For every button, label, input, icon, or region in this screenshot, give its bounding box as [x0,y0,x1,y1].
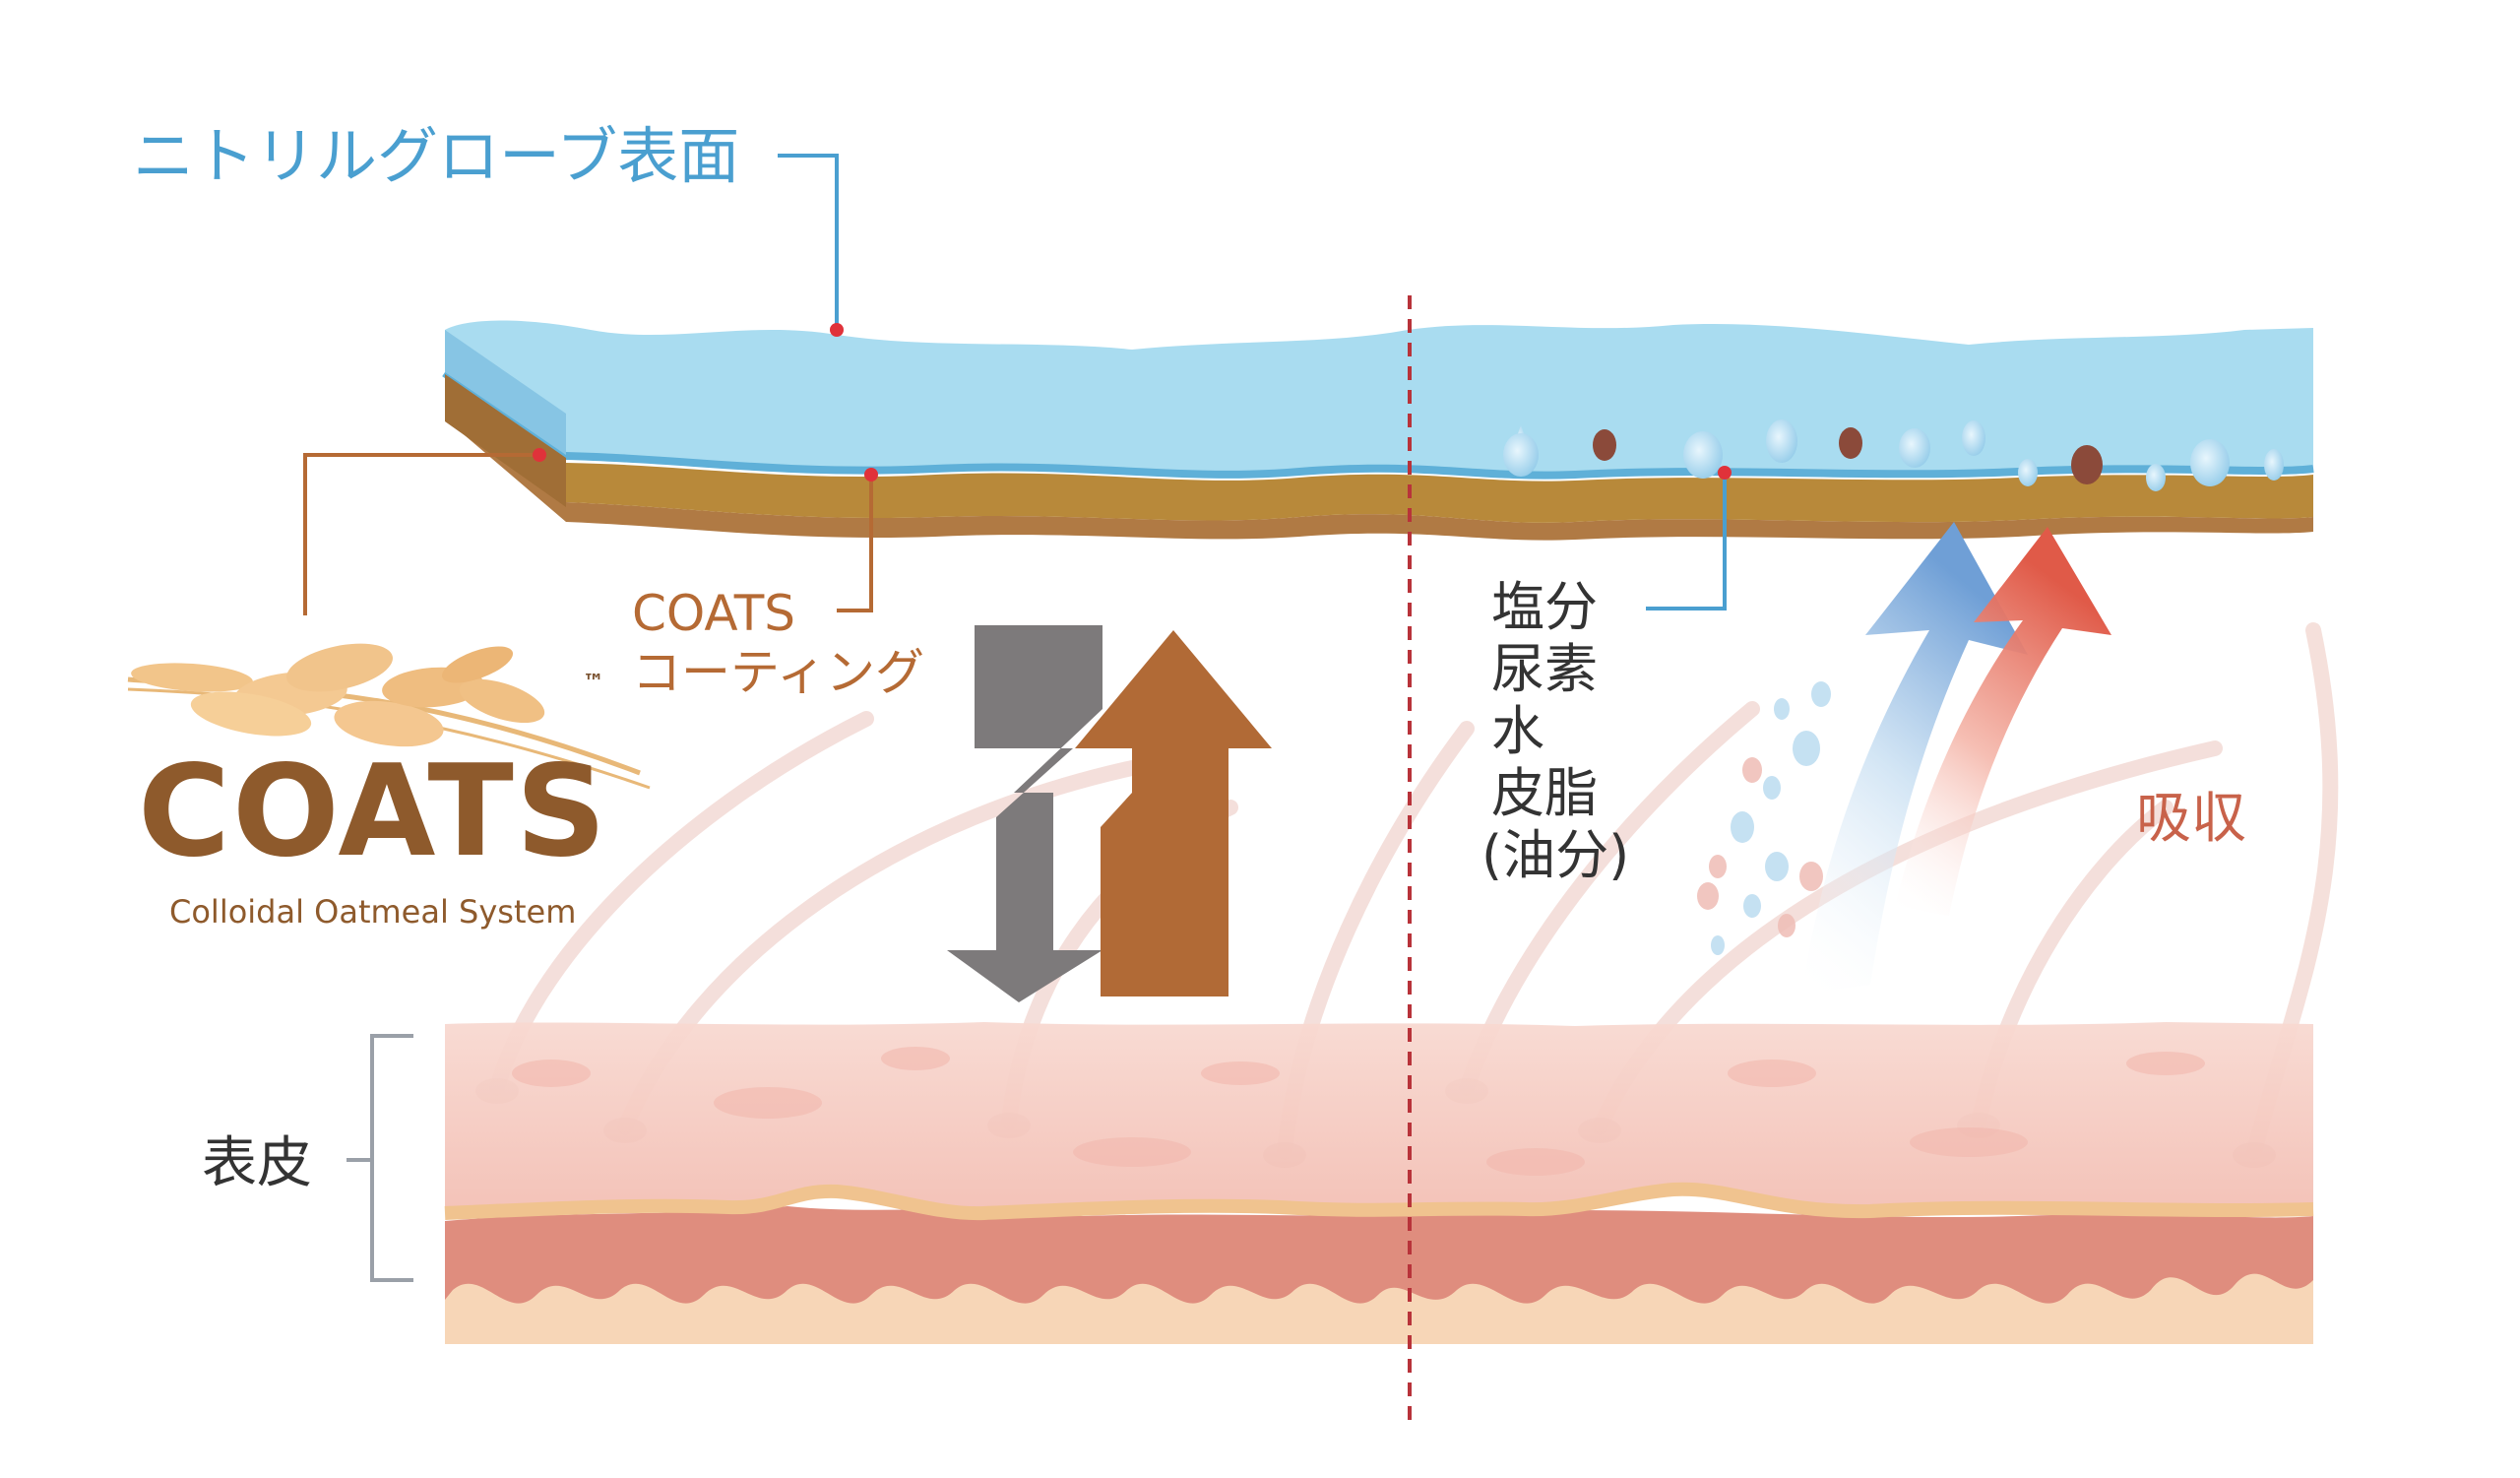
glove-edge-line [442,367,2314,480]
marker-dot [830,323,844,337]
water-drop [1899,428,1930,468]
water-drop [1711,935,1725,955]
trademark-symbol: ™ [583,671,604,695]
oil-drop [1593,429,1616,461]
rising-droplets [1697,681,1831,955]
dermis-layer [445,1206,2313,1304]
oil-drop [1778,914,1796,937]
glove-cross-section [442,320,2314,541]
arrow-up-blue [1801,522,2028,995]
wheat-icon [127,643,651,790]
absorption-label: 吸収 [2136,787,2246,851]
absorbed-item-oil: (油分) [1481,824,1629,886]
absorbed-items-list: 塩分 尿素 水 皮脂 (油分) [1481,576,1629,886]
nitrile-leader-line [778,154,839,330]
stratum-line [444,1182,2314,1221]
leader-lines [303,154,1727,1282]
exchange-arrows [947,625,1272,1002]
absorbed-item-salt: 塩分 [1491,576,1598,638]
oil-drop [1839,427,1862,459]
oil-drop [1697,882,1719,910]
arrow-up-red [1895,527,2111,916]
coating-underside [445,399,2313,541]
coating-front-edge [445,374,566,507]
water-drop [1763,776,1781,800]
oil-drop [2071,445,2103,484]
water-drop [1503,433,1539,477]
water-drop [2190,439,2230,486]
epidermis-label: 表皮 [202,1131,312,1195]
skin-cross-section [444,1022,2314,1344]
absorbed-item-water: 水 [1491,700,1544,762]
coats-logo: ™ COATS Colloidal Oatmeal System [127,643,651,931]
absorbed-droplets [1503,419,2284,491]
absorbed-leader-line [1646,471,1727,610]
coats-tagline: Colloidal Oatmeal System [169,893,576,931]
oil-drop [1799,862,1823,891]
water-drop [1743,894,1761,918]
water-drop [2264,449,2284,481]
coating-leader-line [837,473,873,612]
absorbed-item-sebum: 皮脂 [1491,762,1598,824]
logo-leader-line [303,453,539,615]
glove-front-edge [445,330,566,455]
arrow-up-brown [1075,630,1272,996]
nitrile-surface-label: ニトリルグローブ表面 [133,120,739,192]
oil-drop [1742,757,1762,783]
water-drop [2146,464,2166,491]
water-drop [1766,419,1797,463]
skin-spots [512,1047,2205,1176]
arrow-down-gray [947,625,1102,1002]
absorbed-item-urea: 尿素 [1491,638,1598,700]
coats-coating-label-line2: コーティング [632,644,924,701]
coats-wordmark: COATS [138,739,608,885]
coats-coating-label-line1: COATS [632,585,795,642]
marker-dots [533,323,1732,482]
epidermis-surface [445,1022,2313,1214]
water-drop [2018,459,2038,486]
nitrile-glove-layer [445,320,2313,472]
oil-drop [1709,855,1727,878]
water-drop [1765,852,1789,881]
water-drop [1962,420,1985,456]
water-drop [1793,731,1820,766]
marker-dot [864,468,878,482]
absorption-arrows [1697,522,2111,995]
water-drop [1731,811,1754,843]
marker-dot [533,448,546,462]
water-drop [1811,681,1831,707]
epidermis-bracket [370,1034,413,1282]
coats-coating-layer [445,379,2313,523]
marker-dot [1718,466,1732,480]
water-drop [1774,698,1790,720]
water-drop [1683,431,1723,479]
